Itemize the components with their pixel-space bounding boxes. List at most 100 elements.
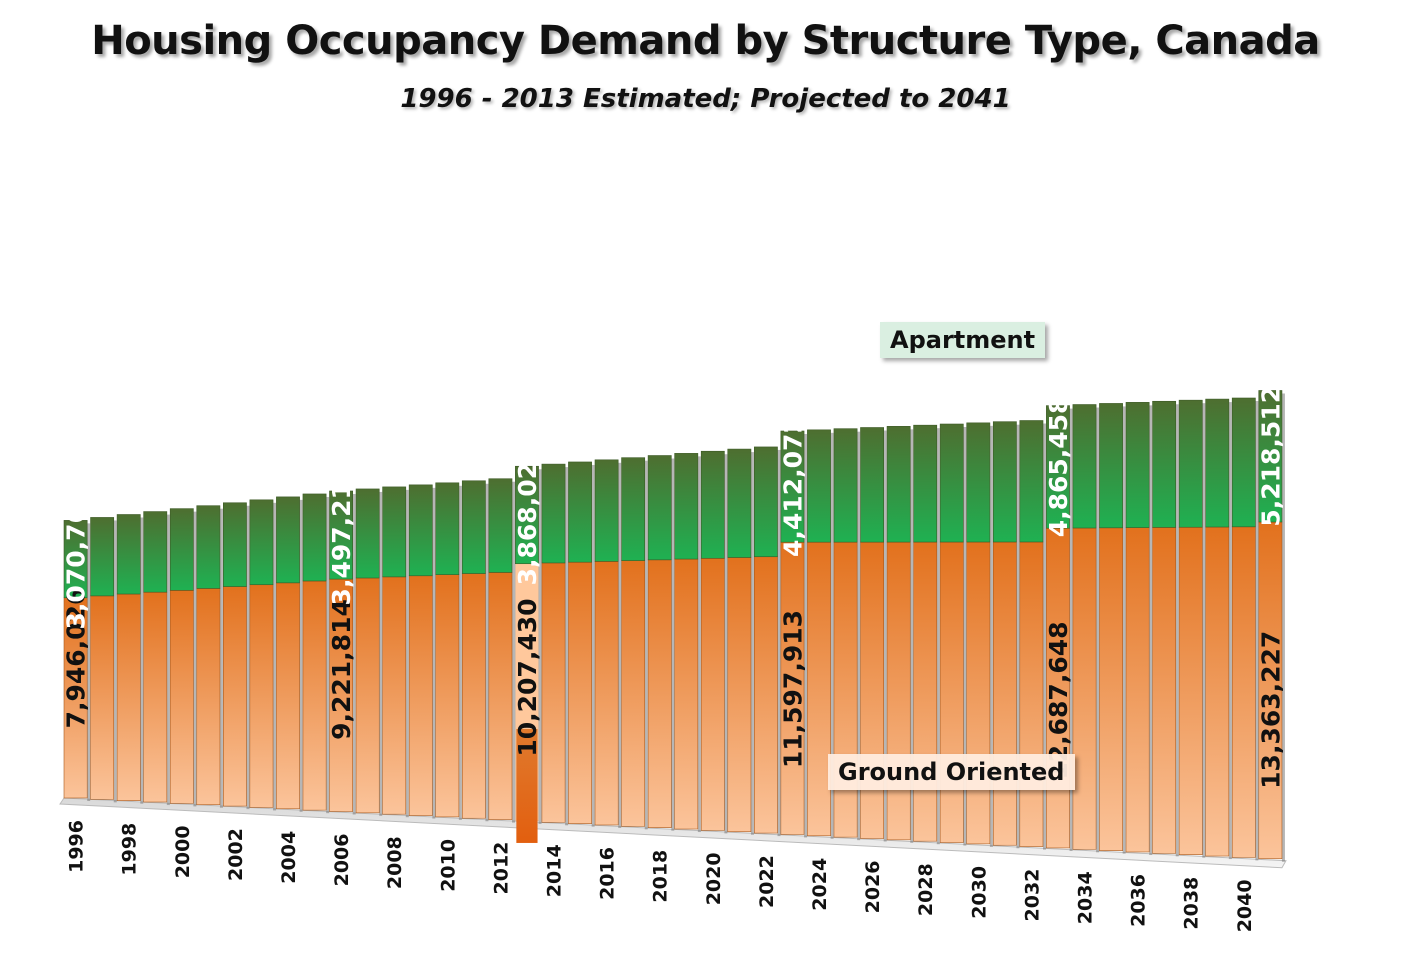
bar-apartment-2024 <box>807 429 831 543</box>
bar-apartment-2010 <box>435 482 460 575</box>
bar-ground-2031 <box>992 541 1017 846</box>
bar-apartment-2036 <box>1125 402 1150 528</box>
bar-side-2039 <box>1228 402 1232 860</box>
bar-ground-2021 <box>727 557 752 833</box>
bar-side-2002 <box>246 505 250 810</box>
bar-apartment-2039 <box>1205 398 1230 528</box>
bar-ground-2038 <box>1178 526 1203 855</box>
bar-apartment-2034 <box>1072 404 1097 529</box>
bar-side-2031 <box>1016 424 1020 849</box>
x-tick-label-2002: 2002 <box>225 828 247 881</box>
x-tick-label-2018: 2018 <box>650 850 672 903</box>
bar-ground-2000 <box>169 590 194 804</box>
bar-apartment-2029 <box>939 423 964 543</box>
bar-ground-2017 <box>621 560 646 827</box>
x-tick-label-2038: 2038 <box>1181 877 1203 930</box>
bar-apartment-2033 <box>1046 405 1070 529</box>
bar-apartment-2004 <box>276 496 300 584</box>
bar-side-2014 <box>565 467 569 826</box>
data-label-apartment-2023: 4,412,072 <box>778 416 807 557</box>
bar-ground-2029 <box>939 541 964 843</box>
bar-ground-2022 <box>753 556 778 834</box>
x-tick-label-2034: 2034 <box>1075 871 1097 924</box>
bar-ground-2007 <box>355 577 380 814</box>
bar-side-2011 <box>485 483 489 822</box>
bar-side-2038 <box>1202 403 1206 858</box>
data-label-ground-2041: 13,363,227 <box>1256 631 1285 789</box>
bar-ground-2034 <box>1072 527 1097 850</box>
bar-ground-2009 <box>408 575 433 816</box>
bar-ground-2026 <box>860 541 885 839</box>
bar-ground-2027 <box>886 541 911 841</box>
bar-side-2003 <box>273 502 277 811</box>
bar-apartment-2028 <box>913 424 938 543</box>
bar-apartment-2030 <box>966 422 991 543</box>
x-tick-label-2022: 2022 <box>756 855 778 908</box>
series-label-ground-oriented: Ground Oriented <box>828 754 1075 790</box>
bar-apartment-2018 <box>647 455 672 561</box>
bar-ground-2003 <box>249 584 274 808</box>
bar-side-2009 <box>432 487 436 819</box>
bar-ground-2028 <box>913 541 938 842</box>
bar-side-2023 <box>804 433 808 838</box>
bar-side-2021 <box>750 452 754 835</box>
bar-side-2019 <box>697 456 701 833</box>
bar-side-2030 <box>989 425 993 847</box>
bars-group <box>63 390 1285 862</box>
bar-apartment-2025 <box>833 428 858 543</box>
bar-ground-2040 <box>1231 526 1256 858</box>
x-tick-label-2016: 2016 <box>597 847 619 900</box>
bar-side-2008 <box>405 489 409 818</box>
bar-side-2027 <box>910 429 914 843</box>
bar-ground-2010 <box>435 574 460 818</box>
bar-apartment-2002 <box>223 502 247 587</box>
data-label-apartment-1996: 3,070,763 <box>62 489 91 630</box>
bar-side-2026 <box>883 430 887 842</box>
bar-side-2034 <box>1096 407 1100 853</box>
x-tick-label-2036: 2036 <box>1128 874 1150 927</box>
chart-title: Housing Occupancy Demand by Structure Ty… <box>91 18 1320 64</box>
bar-side-2000 <box>193 511 197 807</box>
bar-ground-1999 <box>143 591 168 803</box>
bar-side-2010 <box>458 485 462 820</box>
data-label-apartment-2013: 3,868,027 <box>513 445 542 586</box>
bar-side-2022 <box>777 449 781 837</box>
bar-side-1999 <box>166 514 170 806</box>
bar-side-2001 <box>219 508 223 808</box>
bar-ground-2025 <box>833 541 858 838</box>
bar-apartment-2022 <box>753 446 778 558</box>
bar-side-2005 <box>326 496 330 814</box>
bar-apartment-2031 <box>992 421 1017 543</box>
bar-apartment-2038 <box>1178 399 1203 528</box>
bar-ground-2008 <box>382 576 407 815</box>
bar-apartment-2003 <box>249 499 274 586</box>
bar-apartment-2019 <box>674 453 699 560</box>
bar-apartment-2023 <box>780 430 805 543</box>
data-labels-group: 7,946,0263,070,7639,221,8143,497,21210,2… <box>62 386 1286 789</box>
bar-side-2029 <box>963 427 967 846</box>
floor-plane <box>59 797 1287 869</box>
bar-apartment-2001 <box>196 505 221 589</box>
x-tick-label-2000: 2000 <box>172 825 194 878</box>
x-tick-label-2004: 2004 <box>278 831 300 884</box>
bar-side-2012 <box>512 481 515 823</box>
data-label-ground-2033: 12,687,648 <box>1044 621 1073 779</box>
bar-side-2025 <box>857 431 861 841</box>
x-tick-label-2024: 2024 <box>809 858 831 911</box>
bar-side-2040 <box>1255 400 1259 861</box>
bar-apartment-2017 <box>621 457 646 561</box>
bar-ground-2015 <box>568 561 592 824</box>
bar-side-1998 <box>140 517 144 804</box>
bar-side-2013 <box>538 469 542 824</box>
data-label-apartment-2041: 5,218,512 <box>1256 386 1285 527</box>
x-tick-label-2014: 2014 <box>544 844 566 897</box>
bar-apartment-1996 <box>63 520 88 599</box>
bar-side-1996 <box>87 523 91 801</box>
bar-apartment-1998 <box>116 514 141 595</box>
bar-apartment-2026 <box>860 427 885 543</box>
bar-ground-2032 <box>1019 541 1044 847</box>
x-tick-label-1998: 1998 <box>119 823 141 876</box>
bar-side-2006 <box>352 493 356 815</box>
bar-ground-2001 <box>196 588 221 806</box>
